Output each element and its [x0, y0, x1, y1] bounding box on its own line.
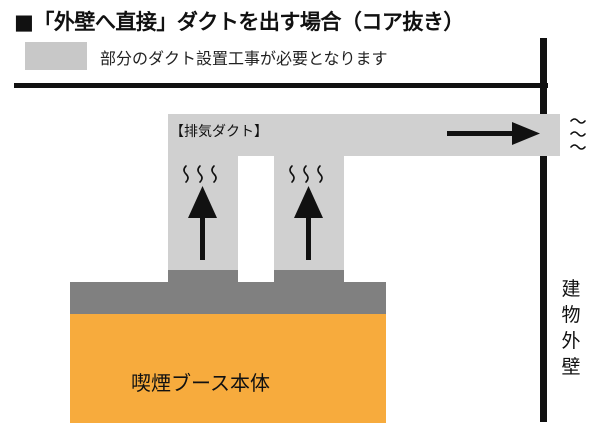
wall-label-char: 物: [561, 304, 581, 326]
booth-top: [168, 270, 238, 282]
booth-label: 喫煙ブース本体: [131, 371, 270, 395]
smoke-wave-icon: [183, 165, 217, 183]
booth-top: [70, 282, 386, 314]
ceiling-line: [14, 83, 548, 88]
booth-top: [274, 270, 344, 282]
wall-label-char: 壁: [561, 356, 581, 378]
duct-label: 【排気ダクト】: [170, 124, 268, 140]
arrow-up-icon: [294, 186, 323, 260]
page-title: ■「外壁へ直接」ダクトを出す場合（コア抜き）: [14, 10, 464, 34]
booth-body: [70, 314, 386, 423]
arrow-up-icon: [188, 186, 217, 260]
legend-swatch: [25, 42, 87, 70]
building-wall-line: [540, 38, 547, 422]
wall-label: 建 物 外 壁: [558, 276, 584, 380]
arrow-right-icon: [447, 122, 540, 145]
legend-text: 部分のダクト設置工事が必要となります: [100, 49, 388, 68]
wave-break-icon: [570, 118, 586, 150]
wall-label-char: 建: [561, 278, 581, 300]
smoke-wave-icon: [289, 165, 323, 183]
wall-label-char: 外: [561, 330, 581, 352]
